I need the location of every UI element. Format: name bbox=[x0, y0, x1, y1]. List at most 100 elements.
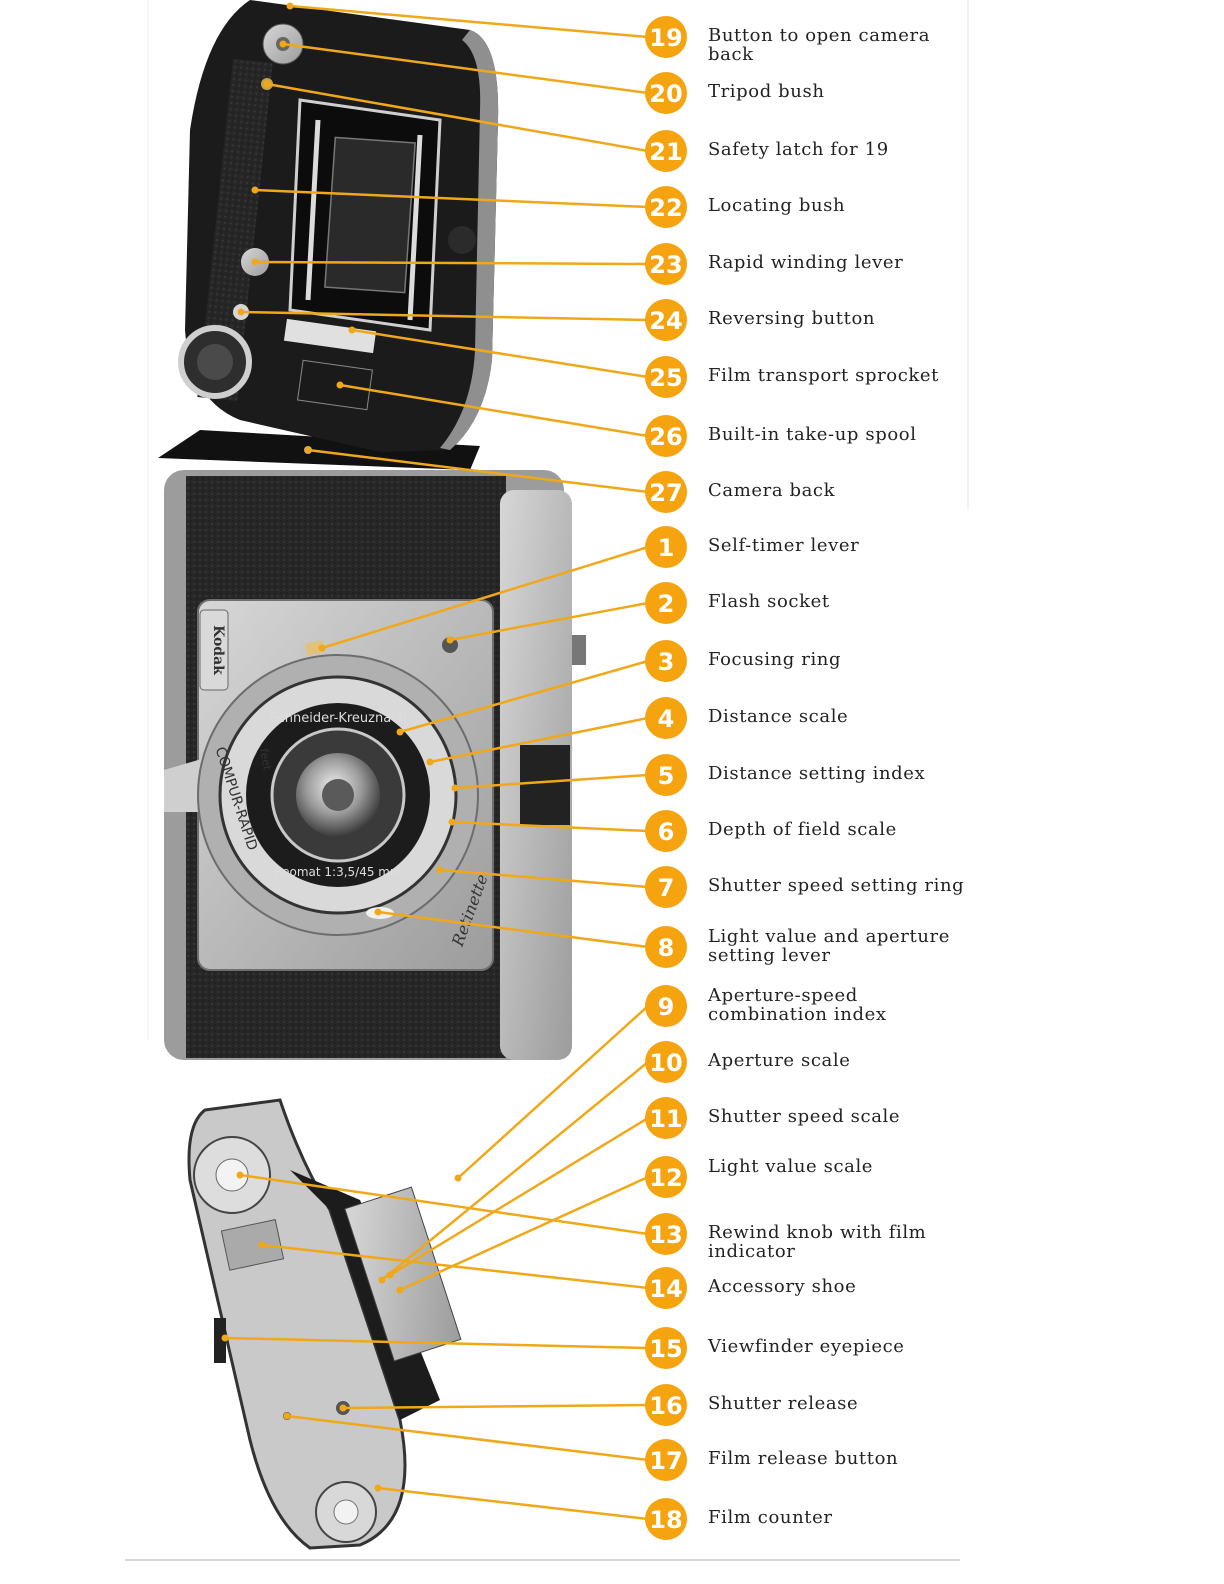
callout-label: Film counter bbox=[708, 1507, 833, 1528]
callout-badge: 1 bbox=[645, 526, 687, 568]
leader-line bbox=[377, 1486, 649, 1521]
camera-back-open-illustration bbox=[158, 0, 499, 470]
badge-number: 18 bbox=[649, 1506, 682, 1534]
badge-number: 8 bbox=[658, 934, 675, 962]
leader-endpoint bbox=[283, 1412, 291, 1420]
leader-endpoint bbox=[279, 40, 287, 48]
leader-line bbox=[449, 601, 649, 642]
callout-badge: 27 bbox=[645, 471, 687, 513]
badge-number: 24 bbox=[649, 307, 682, 335]
callout-badge: 25 bbox=[645, 356, 687, 398]
leader-line bbox=[254, 188, 649, 209]
camera-front-illustration: Kodak Schneider-Kreuznach Reomat 1:3,5/4… bbox=[164, 470, 586, 1060]
callout-label: Button to open camera back bbox=[708, 25, 931, 65]
callout-label: Safety latch for 19 bbox=[708, 139, 889, 160]
callout-label: Built-in take-up spool bbox=[708, 424, 917, 445]
leader-endpoint bbox=[396, 1286, 404, 1294]
badge-number: 6 bbox=[658, 818, 675, 846]
callout-badge: 19 bbox=[645, 16, 687, 58]
callout-label: Reversing button bbox=[708, 308, 876, 329]
callout-label: Distance setting index bbox=[708, 763, 926, 784]
lens-name-text: Reomat 1:3,5/45 mm bbox=[274, 865, 401, 879]
callout-badge: 14 bbox=[645, 1267, 687, 1309]
badge-circle bbox=[645, 810, 687, 852]
callout-badge: 21 bbox=[645, 130, 687, 172]
leader-line bbox=[399, 1175, 649, 1292]
leader-line bbox=[321, 545, 649, 650]
leader-endpoint bbox=[251, 186, 259, 194]
callout-badge: 12 bbox=[645, 1156, 687, 1198]
badge-circle bbox=[645, 697, 687, 739]
leader-line bbox=[381, 1061, 649, 1281]
callout-badge: 9 bbox=[645, 985, 687, 1027]
leader-line bbox=[254, 260, 649, 266]
callout-badge: 16 bbox=[645, 1384, 687, 1426]
leader-endpoint bbox=[426, 758, 434, 766]
callout-label: Focusing ring bbox=[708, 649, 842, 670]
leader-endpoint bbox=[386, 1271, 394, 1279]
leader-endpoint bbox=[374, 908, 382, 916]
callout-badge: 26 bbox=[645, 415, 687, 457]
badge-number: 22 bbox=[649, 194, 682, 222]
badge-circle bbox=[645, 186, 687, 228]
leader-endpoint bbox=[286, 2, 294, 10]
leader-line bbox=[454, 773, 649, 790]
badge-circle bbox=[645, 1327, 687, 1369]
badge-number: 19 bbox=[649, 24, 682, 52]
badge-number: 27 bbox=[649, 479, 682, 507]
badge-number: 25 bbox=[649, 364, 682, 392]
callout-badge: 22 bbox=[645, 186, 687, 228]
leader-line bbox=[289, 4, 649, 39]
badge-number: 4 bbox=[658, 705, 675, 733]
callout-label: Camera back bbox=[708, 480, 836, 501]
leader-endpoint bbox=[378, 1276, 386, 1284]
callout-label: Flash socket bbox=[708, 591, 830, 612]
badge-circle bbox=[645, 526, 687, 568]
leader-lines bbox=[221, 2, 649, 1521]
callout-label: Rewind knob with film indicator bbox=[708, 1222, 927, 1262]
badge-number: 23 bbox=[649, 251, 682, 279]
leader-line bbox=[239, 1173, 649, 1236]
badge-circle bbox=[645, 754, 687, 796]
leader-line bbox=[389, 1116, 649, 1277]
callout-label: Tripod bush bbox=[708, 81, 825, 102]
leader-line bbox=[451, 820, 649, 833]
leader-endpoint bbox=[454, 1174, 462, 1182]
callout-badge: 11 bbox=[645, 1097, 687, 1139]
badge-circle bbox=[645, 1267, 687, 1309]
callout-label: Film transport sprocket bbox=[708, 365, 939, 386]
badge-number: 1 bbox=[658, 534, 675, 562]
callout-label: Aperture-speed combination index bbox=[708, 985, 887, 1025]
badge-number: 17 bbox=[649, 1447, 682, 1475]
badge-number: 9 bbox=[658, 993, 675, 1021]
badge-circle bbox=[645, 1097, 687, 1139]
badge-circle bbox=[645, 356, 687, 398]
brand-logo: Kodak bbox=[210, 625, 226, 675]
leader-line bbox=[339, 383, 649, 438]
callout-badge: 3 bbox=[645, 640, 687, 682]
badge-circle bbox=[645, 299, 687, 341]
callout-label: Locating bush bbox=[708, 195, 846, 216]
camera-top-illustration bbox=[187, 1098, 462, 1550]
leader-endpoint bbox=[336, 381, 344, 389]
leader-endpoint bbox=[236, 1171, 244, 1179]
leader-endpoint bbox=[448, 818, 456, 826]
badge-circle bbox=[645, 1439, 687, 1481]
leader-endpoint bbox=[339, 1404, 347, 1412]
callout-label: Shutter speed setting ring bbox=[708, 875, 965, 896]
callout-label: Shutter speed scale bbox=[708, 1106, 901, 1127]
callout-badge: 4 bbox=[645, 697, 687, 739]
leader-line bbox=[429, 716, 649, 764]
badge-circle bbox=[645, 130, 687, 172]
badge-circle bbox=[645, 16, 687, 58]
callout-label: Light value and aperture setting lever bbox=[708, 926, 950, 966]
feet-text: feet bbox=[257, 748, 274, 772]
lens-maker-text: Schneider-Kreuznach bbox=[269, 711, 406, 726]
badge-number: 11 bbox=[649, 1105, 682, 1133]
badge-number: 5 bbox=[658, 762, 675, 790]
leader-line bbox=[457, 1005, 649, 1179]
leader-line bbox=[282, 42, 649, 95]
leader-line bbox=[224, 1336, 649, 1350]
leader-endpoint bbox=[348, 326, 356, 334]
